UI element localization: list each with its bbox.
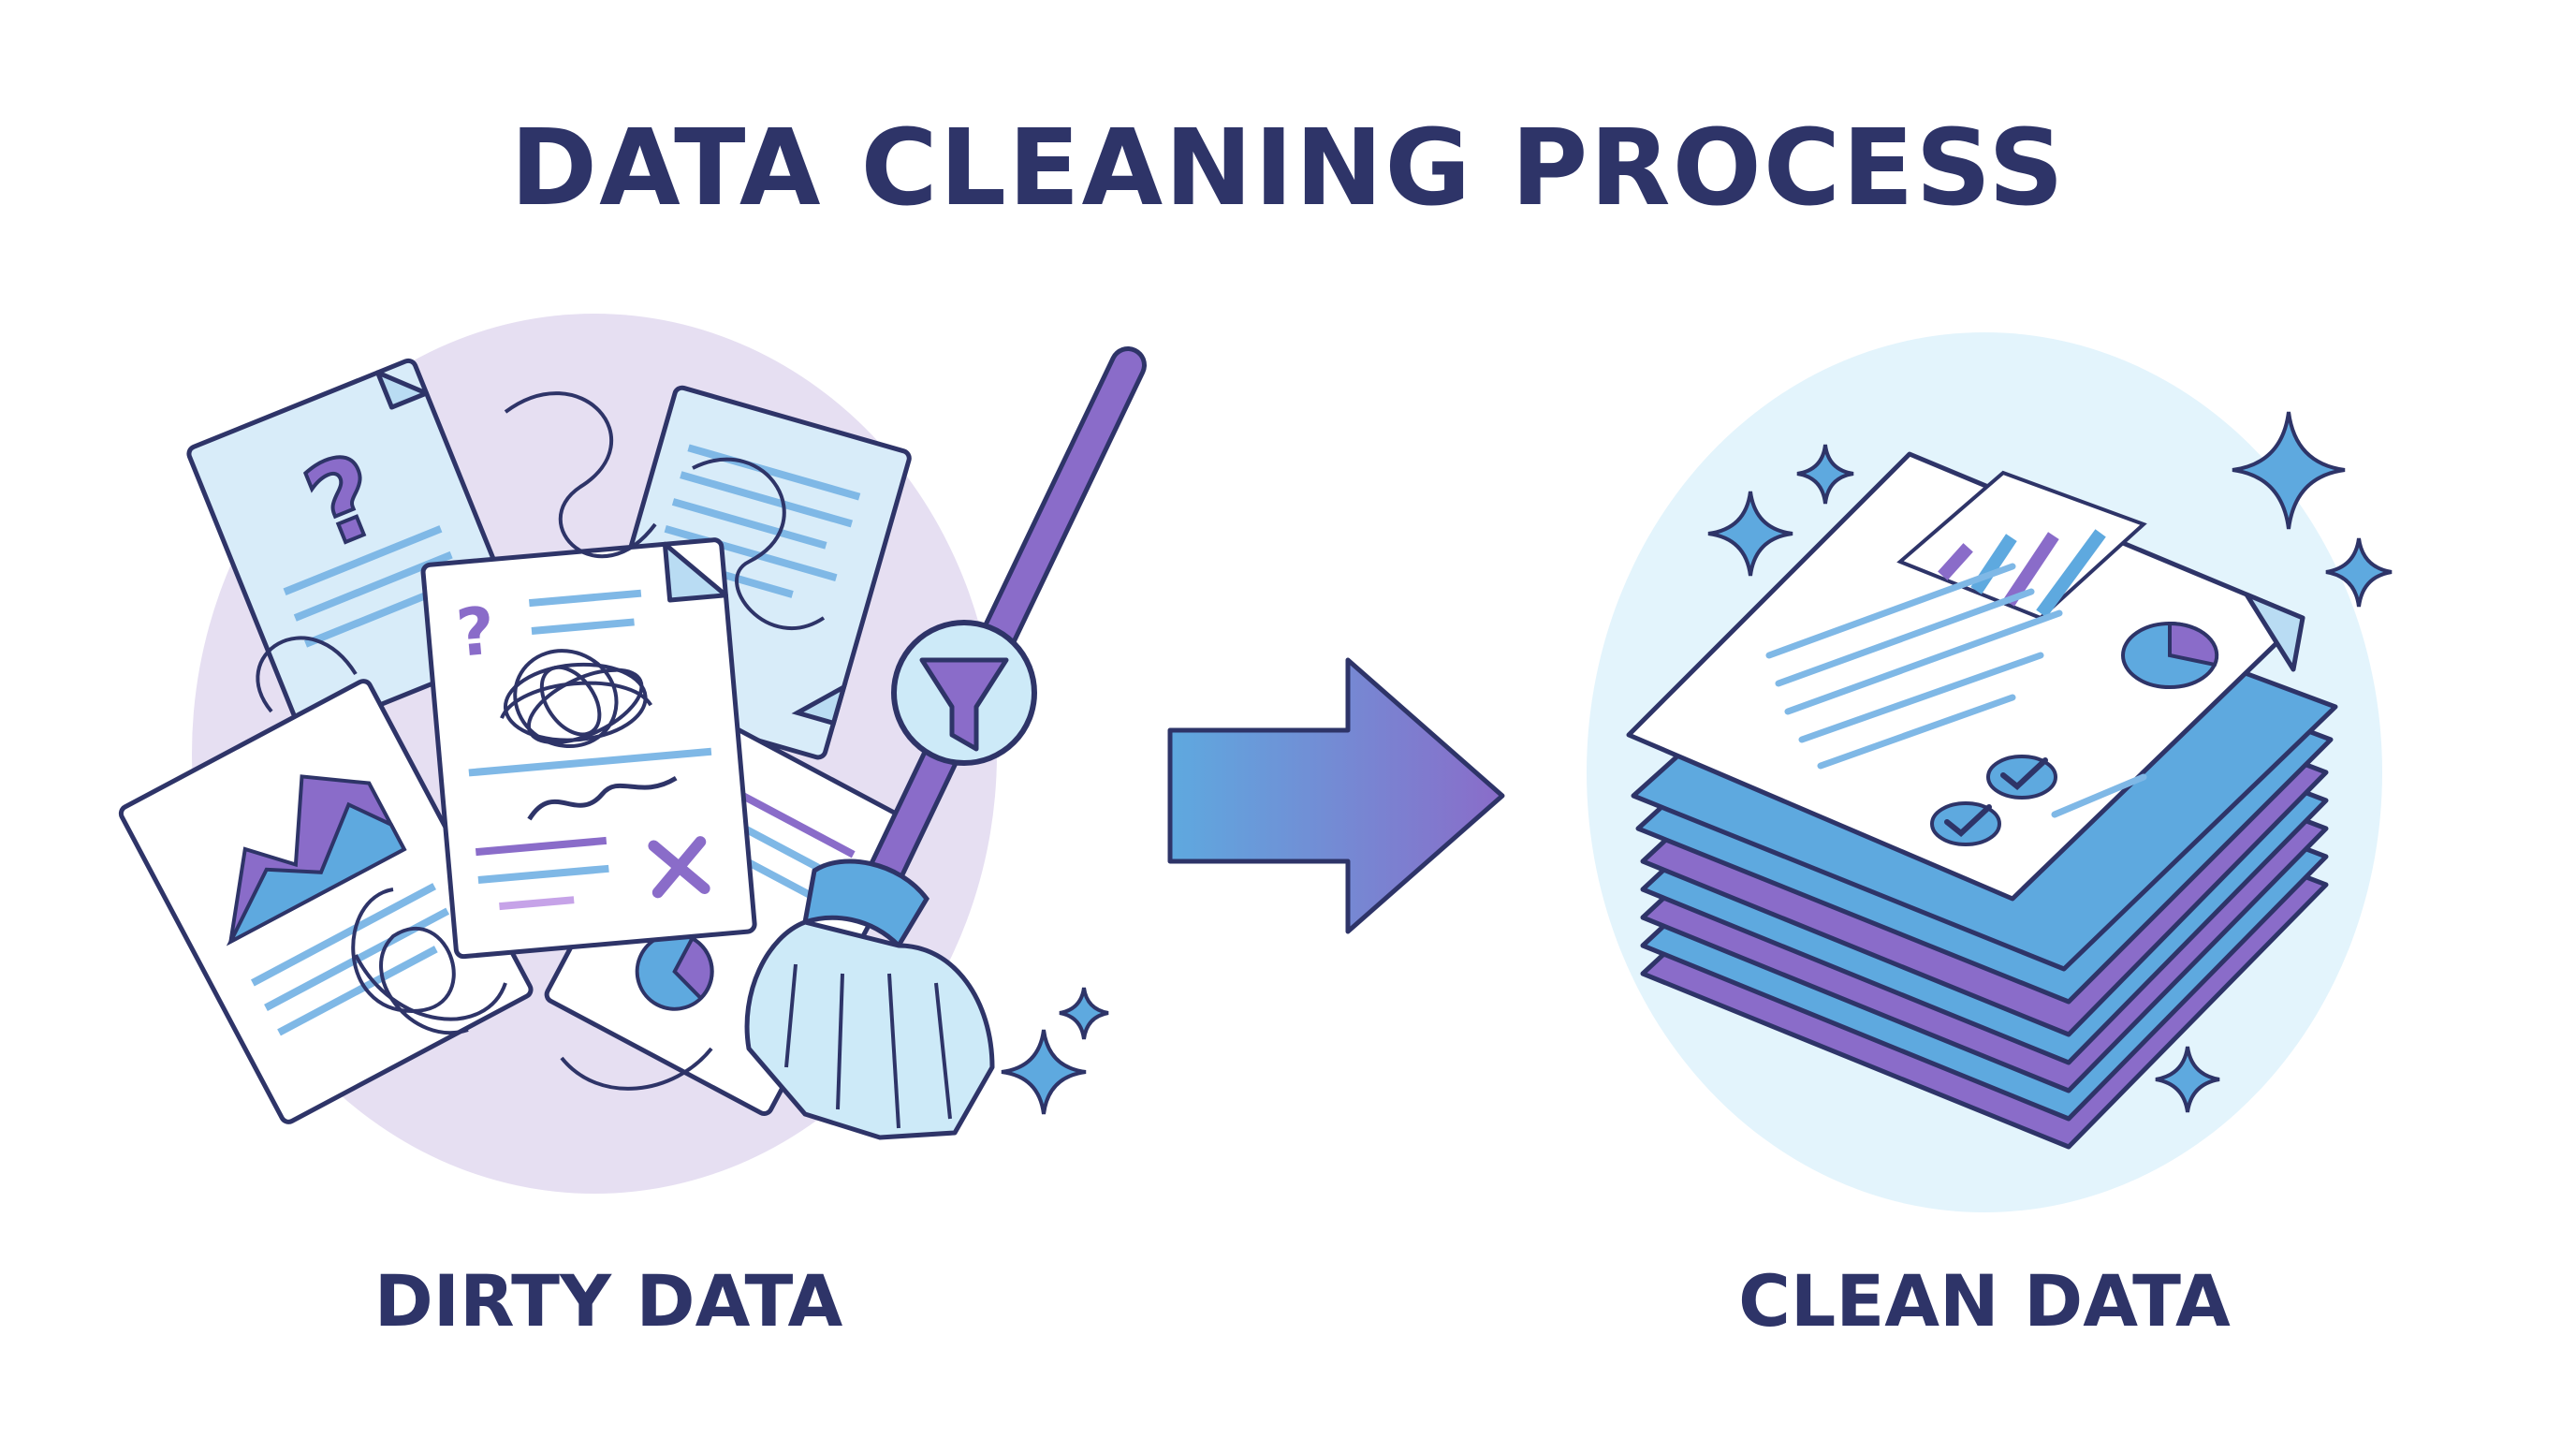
- document-front-messy: ?: [420, 537, 757, 960]
- question-mark-icon: ?: [453, 593, 498, 672]
- sparkle-icon: [1059, 987, 1109, 1040]
- clean-data-label: CLEAN DATA: [1738, 1259, 2231, 1343]
- sparkle-icon: [1001, 1029, 1087, 1115]
- check-mark-icon: [1930, 801, 2001, 846]
- dirty-data-illustration: ?: [118, 314, 1147, 1194]
- pie-chart-icon: [2121, 621, 2219, 689]
- sparkle-icon: [1707, 491, 1793, 577]
- funnel-icon: [891, 620, 1037, 766]
- sparkle-icon: [2325, 537, 2393, 608]
- clean-document-content: [1765, 470, 2219, 846]
- sparkle-icon: [2232, 411, 2346, 530]
- x-mark-icon: [648, 836, 710, 899]
- check-mark-icon: [1986, 755, 2057, 800]
- tangled-lines: [256, 391, 826, 1091]
- sparkle-icon: [1796, 444, 1854, 505]
- right-arrow-icon: [1167, 657, 1505, 934]
- page-title: DATA CLEANING PROCESS: [510, 108, 2066, 229]
- scribble-knot: [500, 649, 653, 749]
- sparkle-icon: [2155, 1046, 2220, 1113]
- dirty-data-label: DIRTY DATA: [373, 1259, 843, 1343]
- clean-data-illustration: [1587, 332, 2393, 1212]
